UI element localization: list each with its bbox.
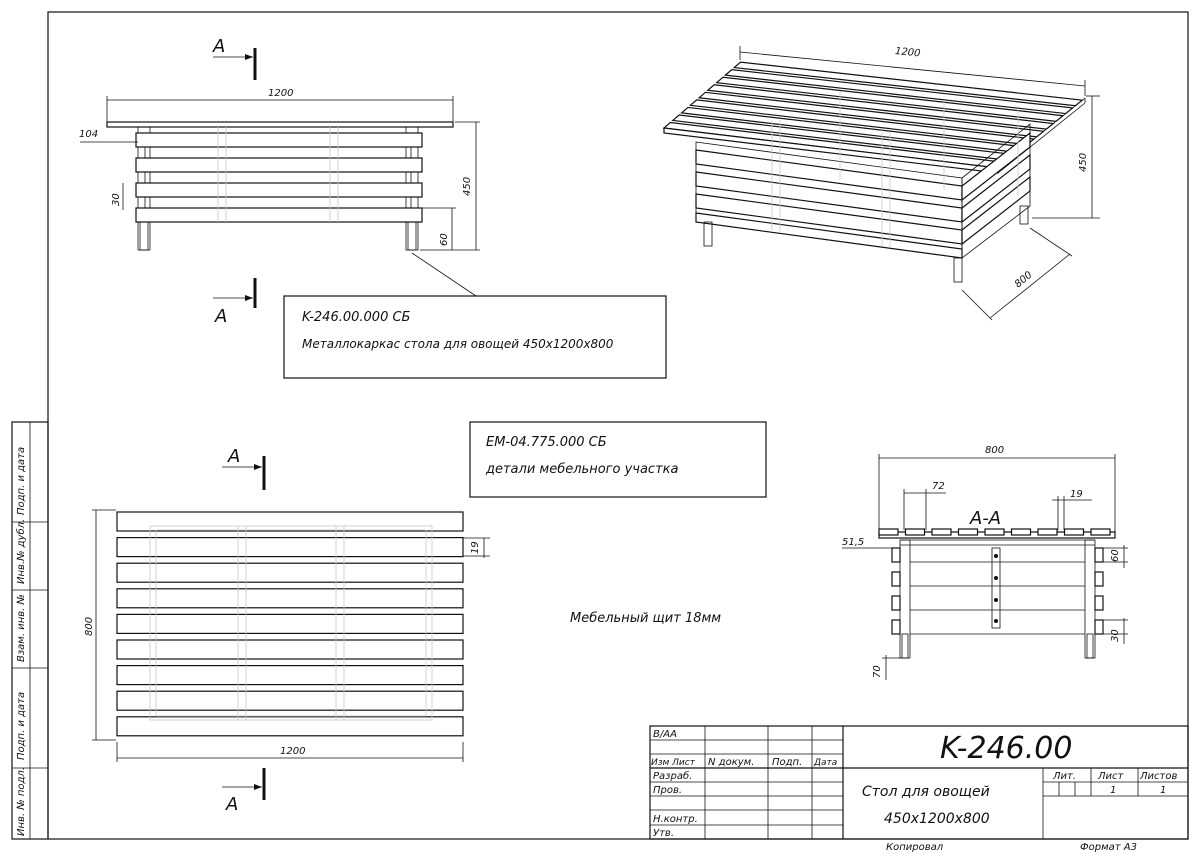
tb-listov: Листов bbox=[1139, 771, 1177, 782]
section-marker-top-1: A bbox=[212, 36, 257, 80]
tb-listov-val: 1 bbox=[1160, 785, 1166, 796]
tb-razrab: Разраб. bbox=[653, 770, 692, 782]
tb-nkontr: Н.контр. bbox=[653, 814, 698, 825]
plan-board bbox=[116, 536, 464, 558]
tb-utv: Утв. bbox=[653, 828, 674, 839]
section-board bbox=[878, 528, 899, 536]
dim-sec-19: 19 bbox=[1070, 489, 1083, 500]
dim-iso-450: 450 bbox=[1078, 153, 1089, 172]
section-marker-plan-2: A bbox=[222, 768, 266, 815]
dim-iso-1200: 1200 bbox=[894, 46, 920, 60]
dim-plan-800: 800 bbox=[84, 617, 95, 636]
dim-front-width: 1200 bbox=[268, 88, 293, 99]
dim-sec-30: 30 bbox=[1110, 629, 1121, 642]
callout1-code: K-246.00.000 СБ bbox=[302, 310, 411, 325]
dim-plan-1200: 1200 bbox=[280, 746, 305, 757]
callout2-code: ЕМ-04.775.000 СБ bbox=[486, 435, 607, 450]
dim-iso-800: 800 bbox=[1013, 270, 1035, 291]
section-marker-plan-1: A bbox=[222, 446, 266, 490]
dim-front-104: 104 bbox=[79, 129, 98, 140]
dim-sec-51-5: 51,5 bbox=[842, 537, 864, 548]
plan-board bbox=[116, 690, 464, 711]
stamp-podp-data-2: Подп. и дата bbox=[16, 692, 27, 760]
section-letter: A bbox=[227, 446, 240, 467]
callout-metal-frame: K-246.00.000 СБ Металлокаркас стола для … bbox=[283, 252, 667, 379]
dim-plan-19: 19 bbox=[470, 541, 481, 554]
dim-front-60: 60 bbox=[439, 233, 450, 246]
tb-list-val: 1 bbox=[1110, 785, 1116, 796]
section-a-a-view: А-А 800 72 bbox=[842, 445, 1128, 680]
stamp-vzam-inv: Взам. инв. № bbox=[16, 594, 27, 662]
section-board bbox=[1090, 528, 1111, 536]
section-board bbox=[984, 528, 1005, 536]
tb-col-sign: Подп. bbox=[772, 757, 802, 768]
tb-col-izm: Изм Лист bbox=[651, 758, 696, 768]
section-board bbox=[931, 528, 952, 536]
plan-board bbox=[116, 716, 464, 737]
section-board bbox=[1063, 528, 1085, 536]
section-board bbox=[904, 528, 926, 536]
tb-copied: Копировал bbox=[886, 842, 944, 853]
section-letter: A bbox=[214, 306, 227, 327]
plan-view: A A 800 1200 19 bbox=[84, 446, 490, 815]
isometric-view: 1200 450 800 bbox=[662, 46, 1100, 321]
plan-board bbox=[116, 639, 464, 660]
section-title: А-А bbox=[969, 508, 1001, 529]
callout-furniture-parts: ЕМ-04.775.000 СБ детали мебельного участ… bbox=[469, 421, 767, 498]
tb-va: В/АА bbox=[653, 729, 677, 740]
section-letter: A bbox=[225, 794, 238, 815]
plan-board bbox=[116, 511, 464, 532]
tb-format: Формат А3 bbox=[1080, 842, 1137, 853]
section-letter: A bbox=[212, 36, 225, 57]
callout1-desc: Металлокаркас стола для овощей 450x1200x… bbox=[302, 337, 614, 351]
tb-prov: Пров. bbox=[653, 785, 682, 796]
section-marker-top-2: A bbox=[213, 278, 257, 327]
dim-sec-70: 70 bbox=[872, 665, 883, 678]
dim-sec-800: 800 bbox=[985, 445, 1004, 456]
section-board bbox=[957, 528, 979, 536]
tb-col-doc: N докум. bbox=[708, 757, 754, 768]
dim-sec-60: 60 bbox=[1110, 549, 1121, 562]
stamp-inv-podl: Инв. № подл. bbox=[16, 767, 27, 836]
dim-sec-72: 72 bbox=[932, 481, 945, 492]
section-board bbox=[1010, 528, 1032, 536]
section-board bbox=[1037, 528, 1058, 536]
tb-name-line1: Стол для овощей bbox=[862, 784, 990, 800]
front-view: A A 1200 bbox=[79, 36, 480, 327]
dim-front-450: 450 bbox=[462, 177, 473, 196]
stamp-inv-dubl: Инв.№ дубл. bbox=[15, 519, 27, 584]
tb-list: Лист bbox=[1097, 771, 1125, 782]
tb-lit: Лит. bbox=[1052, 771, 1076, 782]
tb-name-line2: 450x1200x800 bbox=[884, 811, 990, 827]
board-note: Мебельный щит 18мм bbox=[570, 611, 721, 626]
tb-col-date: Дата bbox=[813, 758, 837, 768]
plan-board bbox=[116, 613, 464, 635]
plan-board bbox=[116, 664, 464, 686]
stamp-podp-data-1: Подп. и дата bbox=[16, 447, 27, 515]
plan-board bbox=[116, 562, 464, 583]
tb-drawing-code: K-246.00 bbox=[940, 731, 1072, 766]
dim-front-30: 30 bbox=[111, 193, 122, 206]
title-block: В/АА Изм Лист N докум. Подп. Дата Разраб… bbox=[649, 725, 1189, 853]
callout2-desc: детали мебельного участка bbox=[485, 462, 678, 477]
side-stamp: Подп. и дата Инв.№ дубл. Взам. инв. № По… bbox=[11, 421, 49, 840]
plan-board bbox=[116, 588, 464, 609]
